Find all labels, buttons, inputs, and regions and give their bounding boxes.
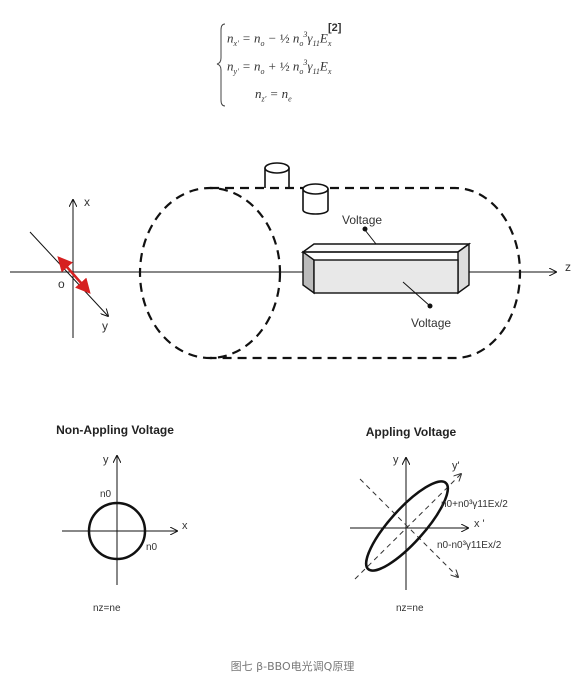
- left-x-label: x: [182, 520, 188, 532]
- left-y-label: y: [103, 454, 109, 466]
- right-y-label: y: [393, 454, 399, 466]
- refractive-index-circle: [87, 501, 147, 561]
- equation-line-2: ny' = no + ½ no3γ11Ex: [227, 58, 332, 76]
- right-label-minus: n0-n0³γ11Ex/2: [437, 540, 502, 551]
- cylinder-front-face: [138, 186, 282, 360]
- polarization-arrow: [57, 256, 91, 294]
- voltage-label-top: Voltage: [342, 213, 382, 227]
- left-nz-label: nz=ne: [93, 603, 121, 614]
- figure-caption: 图七 β-BBO电光调Q原理: [230, 660, 355, 673]
- y-axis-label: y: [102, 319, 108, 333]
- origin-label: o: [58, 277, 65, 291]
- index-ellipse: [364, 480, 450, 572]
- pipe-1: [264, 162, 290, 188]
- left-n0-right: n0: [146, 542, 158, 553]
- equation-tag: [2]: [328, 22, 342, 34]
- right-panel-title: Appling Voltage: [366, 425, 457, 439]
- voltage-lead-top: [364, 229, 377, 245]
- equation-line-3: nz' = ne: [255, 86, 292, 104]
- pipe-2: [302, 183, 329, 215]
- voltage-label-bottom: Voltage: [411, 316, 451, 330]
- left-panel-title: Non-Appling Voltage: [56, 423, 174, 437]
- voltage-terminal-top: [362, 226, 368, 232]
- cylinder-body: [210, 186, 522, 360]
- voltage-terminal-bottom: [427, 303, 433, 309]
- right-y-prime-label: y': [452, 460, 460, 472]
- crystal-block: [300, 242, 472, 295]
- right-nz-label: nz=ne: [396, 603, 424, 614]
- z-axis-label: z: [565, 260, 571, 274]
- equation-line-1: nx' = no − ½ no3γ11Ex: [227, 30, 332, 48]
- x-axis-label: x: [84, 195, 90, 209]
- right-x-prime-label: x ': [474, 518, 485, 530]
- y-axis-diagonal: [29, 231, 108, 316]
- voltage-lead-bottom: [402, 281, 431, 307]
- equation-brace: [216, 23, 226, 107]
- right-label-plus: n0+n0³γ11Ex/2: [441, 499, 508, 510]
- left-n0-top: n0: [100, 489, 112, 500]
- equation-block: nx' = no − ½ no3γ11Ex ny' = no + ½ no3γ1…: [215, 18, 355, 113]
